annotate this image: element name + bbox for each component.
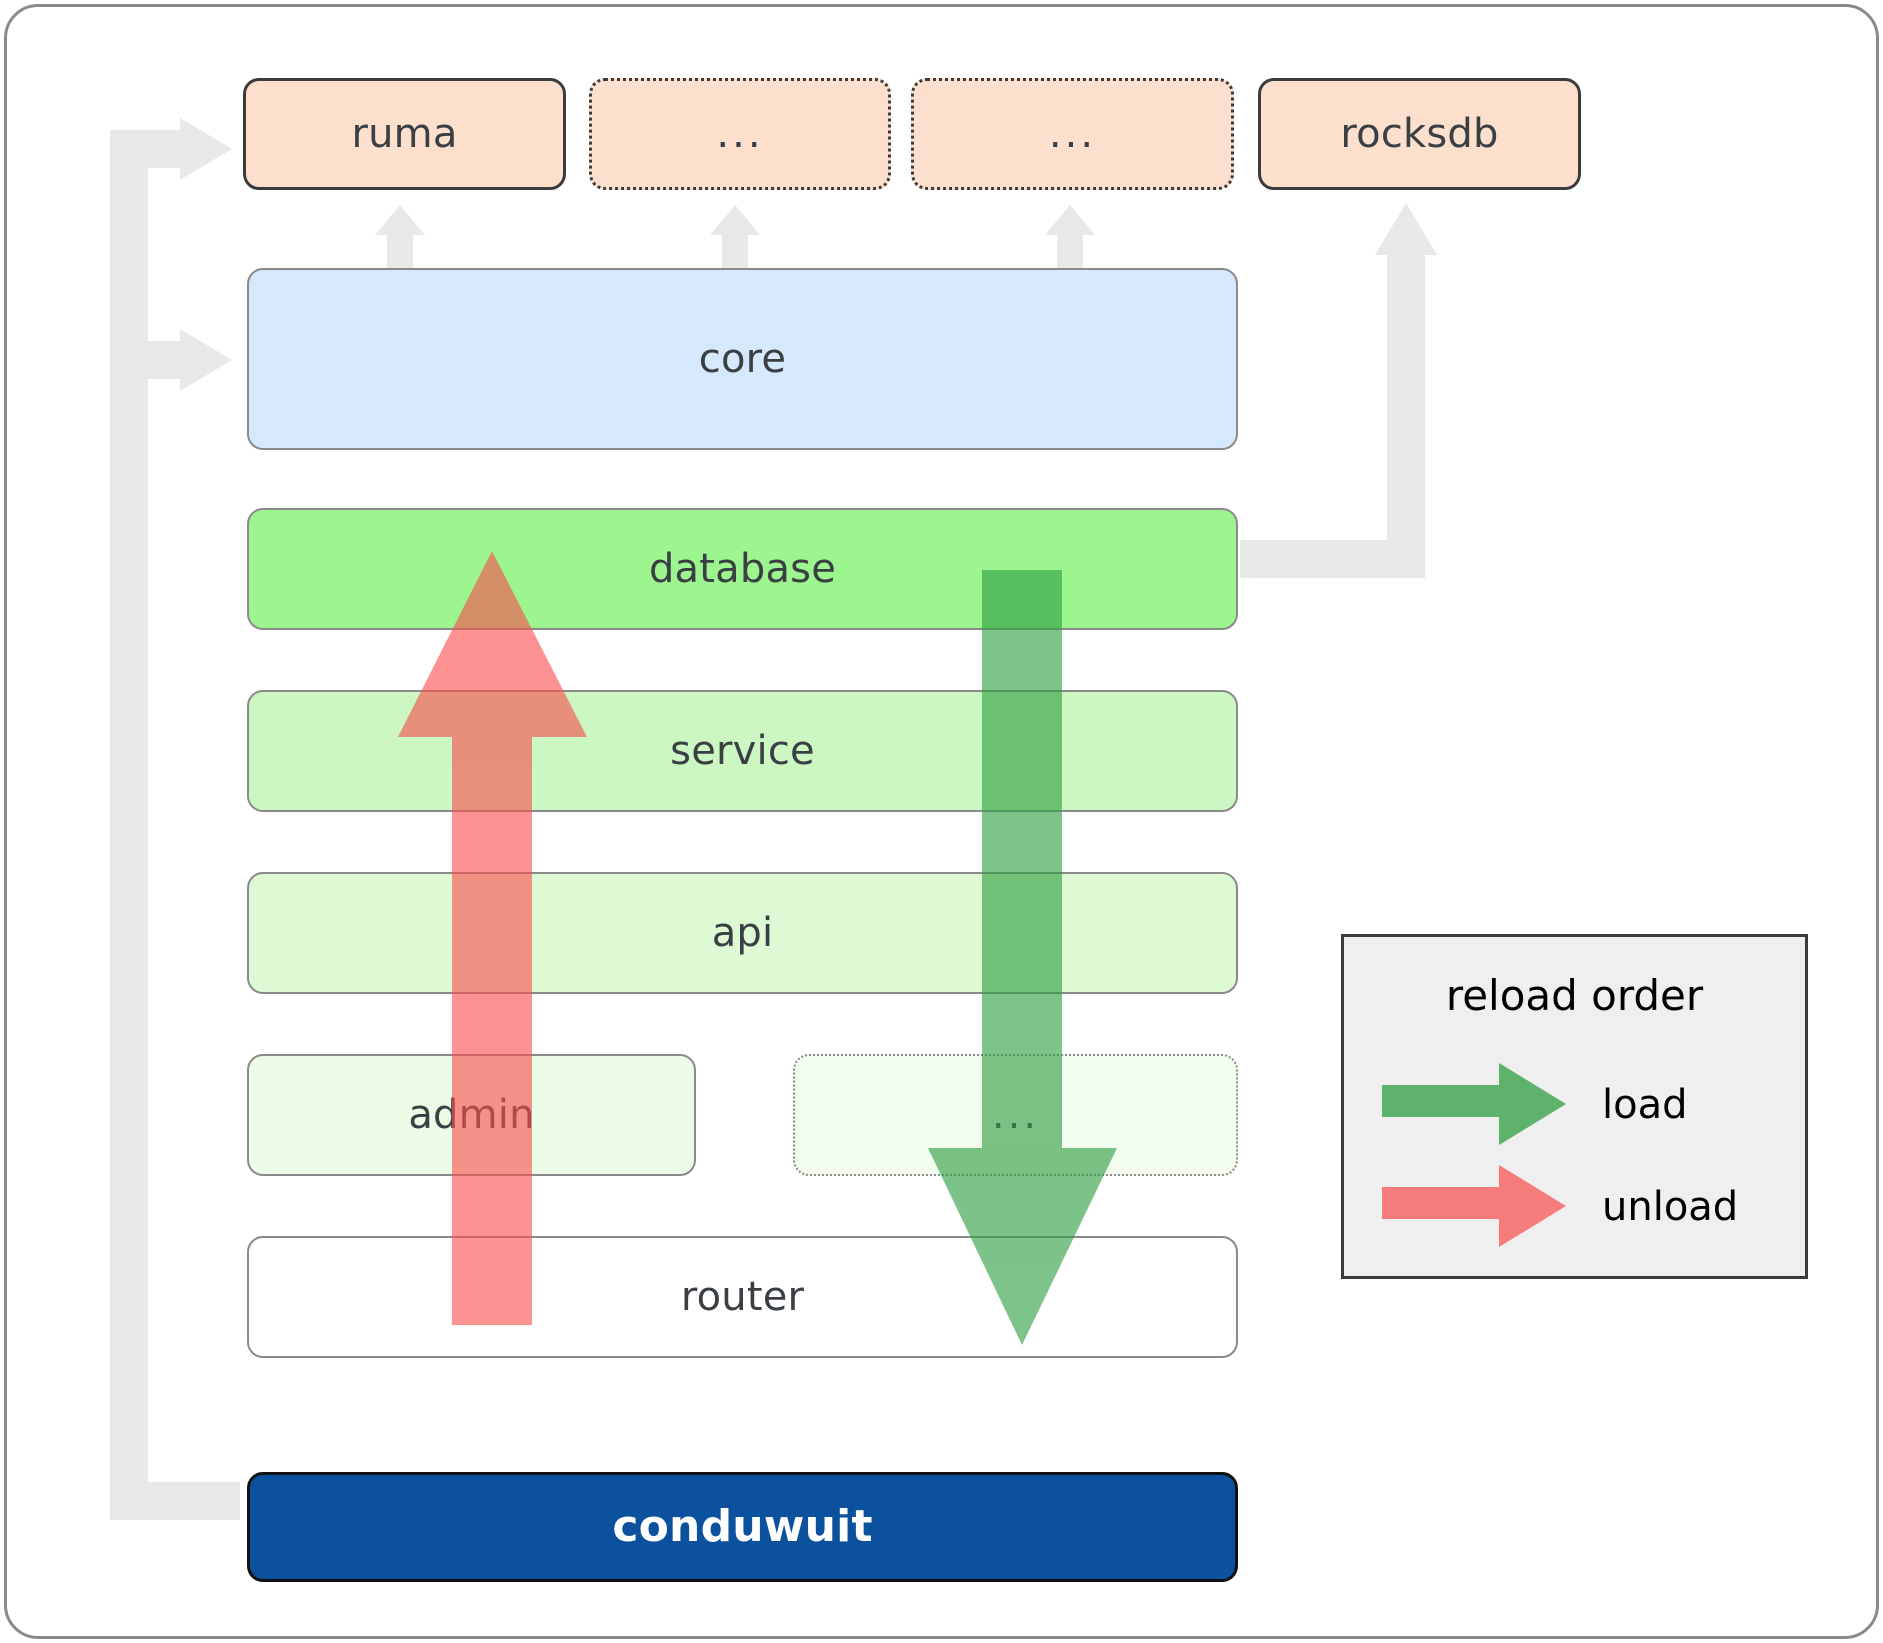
connector-arrowhead-core (180, 329, 232, 391)
legend-unload-arrow-icon (1382, 1165, 1566, 1247)
legend-title: reload order (1445, 971, 1704, 1020)
core-to-ellipsis1-arrow (710, 205, 760, 277)
module-box-core[interactable]: core (247, 268, 1238, 450)
module-box-api[interactable]: api (247, 872, 1238, 994)
module-label-conduwuit: conduwuit (612, 1501, 873, 1552)
legend-label-load: load (1602, 1082, 1688, 1128)
rocksdb-connector (1240, 245, 1425, 578)
module-label-database: database (648, 546, 837, 592)
crate-label-rocksdb: rocksdb (1340, 111, 1499, 157)
module-box-router[interactable]: router (247, 1236, 1238, 1358)
connector-arrowhead-ruma (180, 118, 232, 180)
legend-panel: reload order load unload (1341, 934, 1808, 1279)
module-label-core: core (698, 336, 787, 382)
module-label-service: service (670, 728, 815, 774)
left-connector-bus (110, 130, 240, 1520)
crate-label-ruma: ruma (351, 111, 458, 157)
crate-label-ellipsis-2: ... (1048, 111, 1097, 157)
crate-box-rocksdb[interactable]: rocksdb (1258, 78, 1581, 190)
module-label-router: router (680, 1274, 805, 1320)
core-to-ruma-arrow (375, 205, 425, 277)
crate-box-ellipsis-1[interactable]: ... (589, 78, 891, 190)
legend-load-arrow-icon (1382, 1063, 1566, 1145)
module-box-database[interactable]: database (247, 508, 1238, 630)
unload-arrow-big (398, 551, 587, 1325)
core-to-crate-arrows (375, 205, 1095, 277)
module-box-conduwuit[interactable]: conduwuit (247, 1472, 1238, 1582)
crate-label-ellipsis-1: ... (716, 111, 764, 157)
crate-box-ellipsis-2[interactable]: ... (911, 78, 1234, 190)
module-label-api: api (711, 910, 774, 956)
connector-arrowhead-rocksdb (1375, 203, 1437, 255)
legend-label-unload: unload (1602, 1184, 1739, 1230)
crate-box-ruma[interactable]: ruma (243, 78, 566, 190)
legend-arrows (1382, 1063, 1566, 1247)
load-arrow-big (928, 570, 1117, 1345)
core-to-ellipsis2-arrow (1045, 205, 1095, 277)
